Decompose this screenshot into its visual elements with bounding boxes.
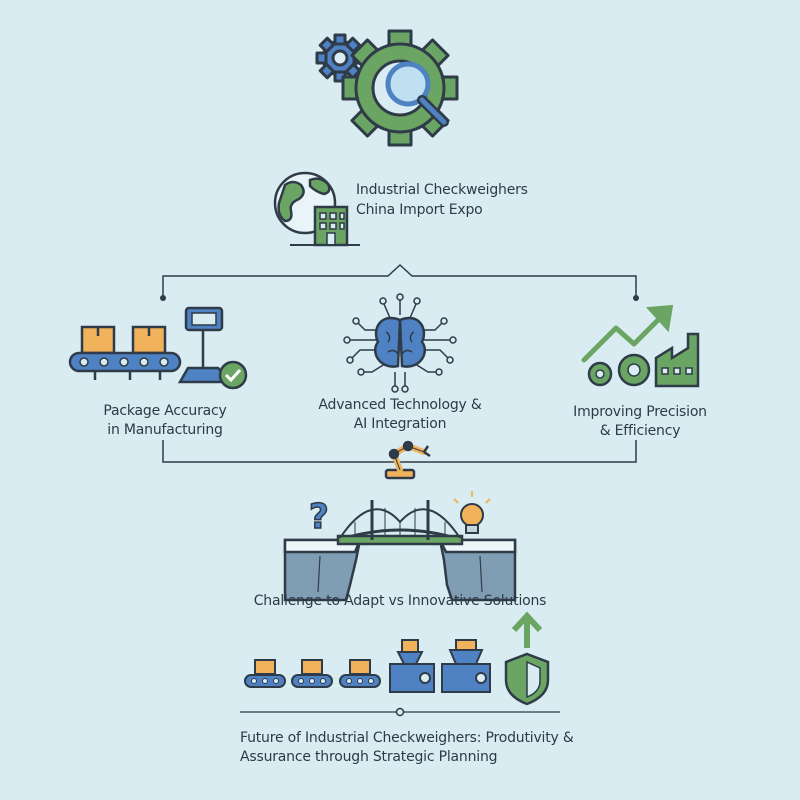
shield-arrow-icon bbox=[504, 611, 550, 706]
question-mark-icon: ? bbox=[308, 496, 329, 538]
globe-building-icon bbox=[273, 171, 360, 247]
expo-title-line2: China Import Expo bbox=[356, 202, 483, 218]
branch-right-line2: & Efficiency bbox=[599, 423, 681, 439]
branch-center-line2: AI Integration bbox=[353, 416, 447, 432]
upper-bracket bbox=[162, 263, 637, 298]
conveyor-row-icon bbox=[244, 659, 381, 688]
challenge-label: Challenge to Adapt vs Innovative Solutio… bbox=[253, 593, 547, 609]
future-line2: Assurance through Strategic Planning bbox=[240, 749, 498, 765]
gear-magnifier-icon bbox=[315, 29, 459, 147]
bridge-cliffs-icon bbox=[283, 500, 517, 602]
expo-title-line1: Industrial Checkweighers bbox=[356, 182, 528, 198]
timeline bbox=[240, 707, 560, 717]
branch-center-line1: Advanced Technology & bbox=[318, 397, 482, 413]
branch-right-line1: Improving Precision bbox=[573, 404, 707, 420]
branch-left-line2: in Manufacturing bbox=[107, 422, 223, 438]
growth-factory-icon bbox=[581, 304, 700, 388]
scale-check-icon bbox=[177, 306, 248, 390]
robot-arm-icon bbox=[384, 440, 431, 480]
machines-icon bbox=[389, 639, 491, 693]
ai-brain-icon bbox=[343, 293, 457, 393]
branch-left-line1: Package Accuracy bbox=[103, 403, 227, 419]
future-line1: Future of Industrial Checkweighers: Prod… bbox=[240, 730, 574, 746]
conveyor-boxes-icon bbox=[68, 325, 182, 380]
lightbulb-icon bbox=[453, 491, 491, 534]
svg-text:?: ? bbox=[309, 497, 329, 537]
